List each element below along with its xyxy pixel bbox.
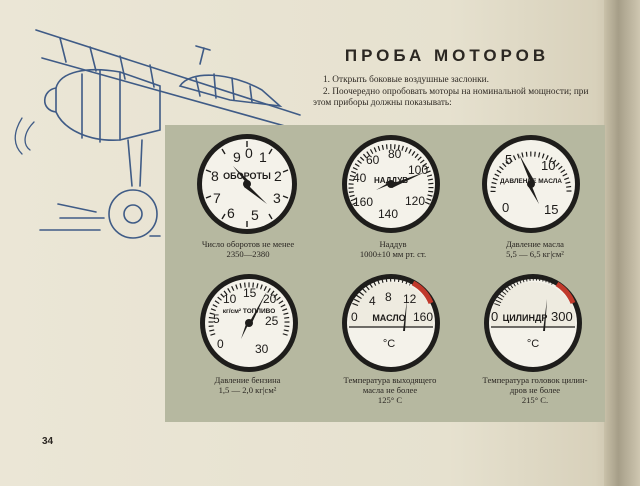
prop-motion bbox=[14, 117, 35, 155]
boost-needle bbox=[391, 172, 425, 188]
nacelle-bands bbox=[81, 69, 121, 143]
landing-gear bbox=[127, 139, 143, 187]
wheel-hub bbox=[123, 204, 143, 224]
rpm-tick-0: 0 bbox=[245, 145, 253, 161]
fuel-pressure-tick-25: 25 bbox=[265, 314, 279, 328]
page-title: ПРОБА МОТОРОВ bbox=[344, 46, 550, 65]
ground-lines bbox=[39, 203, 161, 237]
rpm-needle-short bbox=[233, 166, 249, 184]
page-number: 34 bbox=[42, 436, 54, 447]
rpm-dial-label: ОБОРОТЫ bbox=[223, 171, 271, 181]
fuel-pressure-caption: Давление бензина 1,5 — 2,0 кг|см² bbox=[214, 375, 281, 395]
oil-temp-gauge: 4 8 12 0 160 МАСЛО °C bbox=[342, 274, 440, 372]
spinner bbox=[43, 87, 57, 113]
aircraft-illustration bbox=[14, 29, 301, 239]
cyl-temp-needle bbox=[543, 299, 547, 331]
oil-temp-tick-12: 12 bbox=[403, 292, 417, 306]
cyl-temp-tick-300: 300 bbox=[551, 309, 573, 324]
oil-temp-dial-label: МАСЛО bbox=[372, 313, 405, 323]
fuel-pressure-tick-0: 0 bbox=[217, 337, 224, 351]
oil-temp-needle bbox=[403, 299, 407, 331]
boost-tick-120: 120 bbox=[405, 194, 425, 208]
cyl-temp-gauge: 0 300 ЦИЛИНДР °C bbox=[484, 274, 582, 372]
fuel-pressure-needle bbox=[249, 291, 267, 325]
rpm-tick-8: 8 bbox=[211, 168, 219, 184]
rpm-tick-2: 2 bbox=[274, 168, 282, 184]
cyl-temp-tick-0: 0 bbox=[491, 309, 498, 324]
cyl-temp-caption: Температура головок цилин- дров не более… bbox=[482, 375, 588, 405]
boost-tick-40: 40 bbox=[353, 171, 367, 185]
oil-temp-tick-160: 160 bbox=[413, 310, 433, 324]
oil-temp-unit: °C bbox=[383, 338, 395, 350]
wing-edge-lower bbox=[41, 57, 293, 129]
oil-pressure-caption: Давление масла 5,5 — 6,5 кг|см² bbox=[506, 239, 564, 259]
boost-tick-60: 60 bbox=[366, 153, 380, 167]
wing-edge bbox=[35, 29, 301, 116]
fuel-pressure-tick-20: 20 bbox=[263, 292, 277, 306]
cyl-temp-unit: °C bbox=[527, 338, 539, 350]
rpm-needle-long bbox=[244, 184, 267, 204]
oil-temp-tick-4: 4 bbox=[369, 294, 376, 308]
instruction-step-2: 2. Поочередно опробовать моторы на номин… bbox=[313, 86, 589, 109]
fuel-pressure-tick-15: 15 bbox=[243, 286, 257, 300]
antenna bbox=[195, 45, 211, 65]
oil-pressure-tick-15: 15 bbox=[544, 202, 558, 217]
rpm-tick-3: 3 bbox=[273, 190, 281, 206]
rpm-tick-1: 1 bbox=[259, 149, 267, 165]
cyl-temp-dial-label: ЦИЛИНДР bbox=[503, 313, 548, 323]
instructions: 1. Открыть боковые воздушные заслонки. 2… bbox=[313, 75, 600, 110]
boost-tick-100: 100 bbox=[408, 163, 428, 177]
boost-caption: Наддув 1000±10 мм рт. ст. bbox=[359, 239, 427, 259]
instrument-panel: 9 0 1 8 2 7 3 6 5 4 ОБОРОТЫ 60 80 40 100 bbox=[165, 125, 605, 422]
fuel-pressure-tick-10: 10 bbox=[223, 292, 237, 306]
fuel-pressure-tick-5: 5 bbox=[213, 312, 220, 326]
boost-tick-140: 140 bbox=[378, 207, 398, 221]
rpm-caption: Число оборотов не менее 2350—2380 bbox=[201, 239, 295, 259]
oil-temp-caption: Температура выходящего масла не более 12… bbox=[343, 375, 437, 405]
wheel bbox=[108, 189, 158, 239]
boost-tick-160: 160 bbox=[353, 195, 373, 209]
fuel-pressure-dial-label: кг/см² ТОПЛИВО bbox=[223, 308, 276, 315]
boost-tick-80: 80 bbox=[388, 147, 402, 161]
rpm-tick-6: 6 bbox=[227, 205, 235, 221]
oil-temp-tick-8: 8 bbox=[385, 290, 392, 304]
oil-pressure-gauge: 5 10 0 15 ДАВЛЕНИЕ МАСЛА bbox=[482, 135, 580, 233]
cockpit-frame bbox=[195, 73, 253, 103]
cockpit bbox=[178, 74, 283, 108]
fuel-pressure-tick-30: 30 bbox=[255, 342, 269, 356]
oil-pressure-needle bbox=[519, 154, 535, 184]
fuel-pressure-gauge: 10 15 5 20 25 0 30 кг/см² ТОПЛИВО bbox=[200, 274, 298, 372]
wing-ribs bbox=[59, 37, 155, 88]
rpm-tick-9: 9 bbox=[233, 149, 241, 165]
rpm-tick-7: 7 bbox=[213, 190, 221, 206]
boost-gauge: 60 80 40 100 160 120 140 НАДДУВ bbox=[342, 135, 440, 233]
oil-pressure-tick-5: 5 bbox=[505, 152, 512, 167]
rpm-gauge: 9 0 1 8 2 7 3 6 5 4 ОБОРОТЫ bbox=[197, 134, 297, 234]
rpm-tick-5: 5 bbox=[251, 207, 259, 223]
instruction-step-1: 1. Открыть боковые воздушные заслонки. bbox=[323, 75, 489, 85]
book-spine bbox=[604, 0, 640, 486]
oil-temp-tick-0: 0 bbox=[351, 310, 358, 324]
oil-pressure-tick-0: 0 bbox=[502, 200, 509, 215]
oil-pressure-tick-10: 10 bbox=[541, 158, 555, 173]
engine-nacelle bbox=[55, 68, 161, 141]
